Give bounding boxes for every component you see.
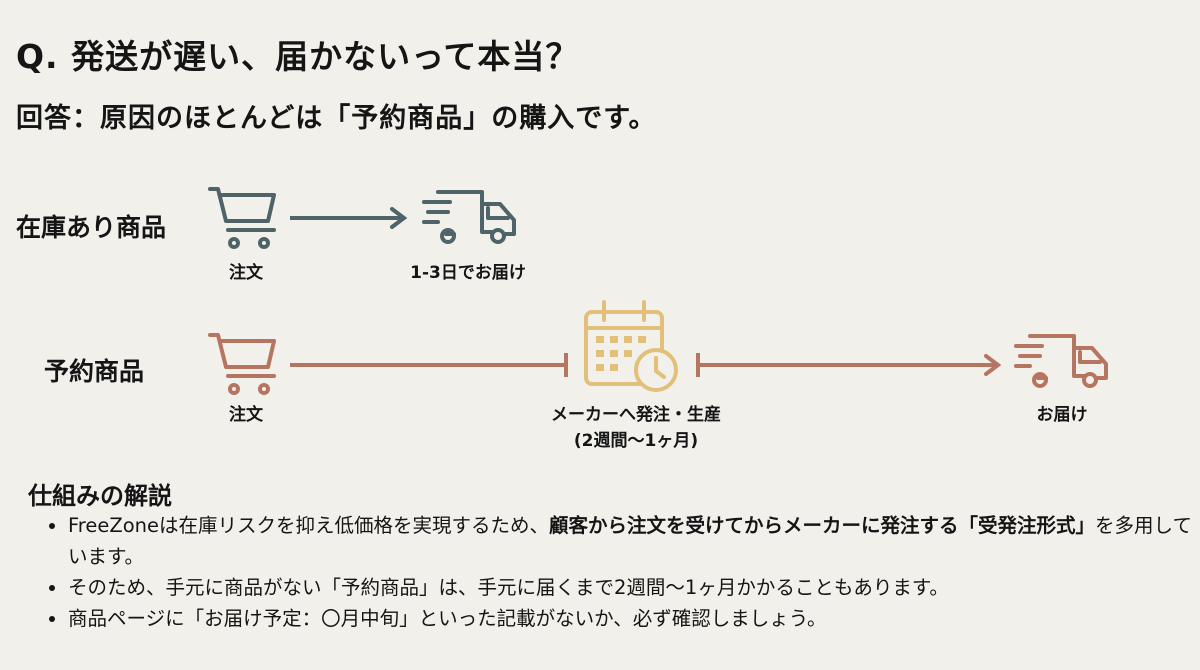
bullet-text: を多用しています。: [68, 514, 1192, 568]
delivery-truck-icon: [1014, 334, 1108, 388]
answer-subtitle: 回答：原因のほとんどは「予約商品」の購入です。: [16, 103, 657, 134]
maker-caption: メーカーへ発注・生産: [551, 405, 721, 425]
arrow-in-stock: [290, 207, 408, 229]
in-stock-order-caption: 注文: [229, 263, 263, 283]
page-title: Q. 発送が遅い、届かないって本当？: [16, 37, 580, 76]
preorder-delivery-caption: お届け: [1036, 405, 1088, 425]
cart-icon: [208, 187, 276, 249]
delivery-truck-icon: [422, 190, 516, 244]
arrow-to-delivery: [696, 353, 1002, 377]
maker-duration: (2週間〜1ヶ月): [573, 431, 699, 451]
cart-icon: [208, 333, 276, 395]
line-to-maker: [290, 353, 568, 377]
list-item: 商品ページに「お届け予定：〇月中旬」といった記載がないか、必ず確認しましょう。: [68, 603, 1198, 634]
bullet-text: FreeZoneは在庫リスクを抑え低価格を実現するため、: [68, 514, 550, 537]
list-item: FreeZoneは在庫リスクを抑え低価格を実現するため、顧客から注文を受けてから…: [68, 510, 1198, 572]
explanation-list: FreeZoneは在庫リスクを抑え低価格を実現するため、顧客から注文を受けてから…: [42, 510, 1198, 634]
preorder-label: 予約商品: [44, 357, 145, 386]
calendar-clock-icon: [584, 300, 678, 392]
preorder-order-caption: 注文: [229, 405, 263, 425]
in-stock-delivery-caption: 1-3日でお届け: [410, 263, 526, 283]
bullet-bold-text: 顧客から注文を受けてからメーカーに発注する「受発注形式」: [549, 514, 1096, 537]
explanation-heading: 仕組みの解説: [28, 482, 172, 510]
in-stock-label: 在庫あり商品: [16, 213, 167, 242]
list-item: そのため、手元に商品がない「予約商品」は、手元に届くまで2週間〜1ヶ月かかること…: [68, 572, 1198, 603]
